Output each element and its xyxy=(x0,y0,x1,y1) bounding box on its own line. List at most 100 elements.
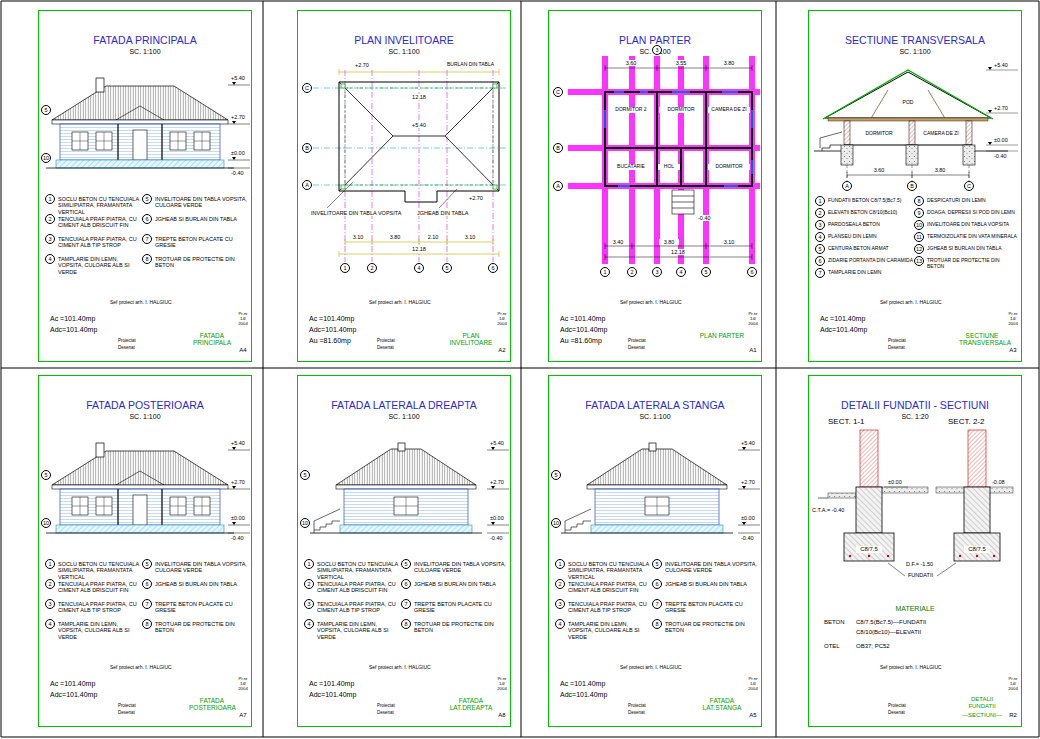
annotation-text: TAMPLARIE DIN LEMN, VOPSITA, CULOARE ALB… xyxy=(317,621,399,640)
level-marker xyxy=(228,447,250,533)
annotation-text: INVELITOARE DIN TABLA VOPSITA, CULOARE V… xyxy=(414,561,506,574)
callout-number: 1 xyxy=(340,263,350,273)
callout-number: 11 xyxy=(914,232,924,242)
annotation-text: SOCLU BETON CU TENCUIALA SIMILIPIATRA, F… xyxy=(58,561,140,580)
annotation-text: +2.70 xyxy=(469,195,483,201)
annotation-text: Desenat xyxy=(118,345,135,350)
annotation-text: Desenat xyxy=(377,710,394,715)
callout-number: 2 xyxy=(367,263,377,273)
roof-plan xyxy=(341,84,497,189)
callout-number: 5 xyxy=(41,470,51,480)
floor-plan xyxy=(568,56,760,264)
annotation-text: +5.40 xyxy=(994,62,1008,68)
callout-number: 2 xyxy=(555,579,565,589)
roof-plan xyxy=(493,84,497,88)
annotation-text: C8/7.5(Bc7.5)—FUNDATII xyxy=(856,619,926,626)
annotation-text: C8/10(Bc10)—ELEVATII xyxy=(856,629,921,636)
foundation-detail xyxy=(887,555,889,557)
annotation-text: A3 xyxy=(1007,347,1020,354)
annotation-text: INVELITOARE DIN TABLA VOPSITA xyxy=(927,222,1017,228)
annotation-text: ±0.00 xyxy=(490,515,504,521)
cross-section xyxy=(828,118,988,121)
annotation-text: Adc=101.40mp xyxy=(560,326,607,334)
foundation-detail xyxy=(964,487,990,533)
callout-number: 6 xyxy=(142,579,152,589)
callout-number: 5 xyxy=(41,105,51,115)
callout-number: 6 xyxy=(652,579,662,589)
sheet-title: FATADA LATERALA STANGA xyxy=(549,400,761,412)
annotation-text: TENCUIALA PRAF PIATRA, CU CIMENT ALB TIP… xyxy=(317,601,399,614)
annotation-text: +2.70 xyxy=(231,479,245,485)
annotation-text: Ac =101.40mp xyxy=(309,315,354,323)
annotation-text: FUNDATII BETON C8/7.5(Bc7.5) xyxy=(828,198,914,204)
callout-number: 7 xyxy=(652,599,662,609)
cross-section xyxy=(847,165,969,181)
annotation-text: TENCUIALA PRAF PIATRA, CU CIMENT ALB DRI… xyxy=(317,581,399,594)
annotation-text: Proiectat xyxy=(888,703,906,708)
annotation-text: 3.60 xyxy=(621,60,641,66)
callout-number: A xyxy=(842,181,852,191)
sheet-title: FATADA POSTERIOARA xyxy=(39,400,251,412)
foundation-detail xyxy=(976,555,978,557)
annotation-text: 3.80 xyxy=(659,239,679,245)
annotation-text: TAMPLARIE DIN LEMN xyxy=(828,270,914,276)
annotation-text: SECTIUNE TRANSVERSALA xyxy=(959,332,1005,347)
callout-number: 13 xyxy=(914,256,924,266)
annotation-text: FUNDATII xyxy=(908,572,933,578)
foundation-detail xyxy=(954,533,1000,561)
floor-plan xyxy=(605,92,752,186)
annotation-text: +2.70 xyxy=(355,62,369,68)
roof-plan xyxy=(339,82,499,191)
annotation-text: Proiectat xyxy=(628,703,646,708)
callout-number: 7 xyxy=(142,234,152,244)
side-elevation xyxy=(561,443,733,533)
annotation-text: R2 xyxy=(1007,712,1020,719)
annotation-text: +5.40 xyxy=(407,122,431,128)
annotation-text: CAMERA DE ZI xyxy=(918,131,964,137)
annotation-text: INVELITOARE DIN TABLA VOPSITA, CULOARE V… xyxy=(155,561,247,574)
annotation-text: +5.40 xyxy=(741,440,755,446)
callout-number: 4 xyxy=(676,267,686,277)
cross-section xyxy=(870,90,946,120)
callout-number: 2 xyxy=(45,214,55,224)
foundation-detail xyxy=(849,555,851,557)
callout-number: 3 xyxy=(652,267,662,277)
callout-number: 10 xyxy=(551,518,561,528)
cross-section xyxy=(844,121,850,145)
roof-plan xyxy=(327,182,457,208)
annotation-text: Ac =101.40mp xyxy=(309,680,354,688)
annotation-text: Proiectat xyxy=(888,338,906,343)
annotation-text: 12.18 xyxy=(666,249,690,255)
annotation-text: +5.40 xyxy=(231,440,245,446)
annotation-text: FATADA LAT.DREAPTA xyxy=(448,697,494,712)
annotation-text: DORMITOR 2 xyxy=(608,107,654,113)
annotation-text: PLAN INVELITOARE xyxy=(448,332,494,347)
callout-number: 6 xyxy=(488,263,498,273)
annotation-text: TENCUIALA PRAF PIATRA, CU CIMENT ALB TIP… xyxy=(58,236,140,249)
annotation-text: 12.18 xyxy=(407,94,431,100)
annotation-text: Adc=101.40mp xyxy=(309,326,356,334)
callout-number: 8 xyxy=(914,196,924,206)
annotation-text: INVELITOARE DIN TABLA VOPSITA xyxy=(311,210,401,216)
callout-number: 3 xyxy=(815,220,825,230)
callout-number: A xyxy=(553,181,563,191)
annotation-text: +5.40 xyxy=(490,440,504,446)
annotation-text: 3.10 xyxy=(348,234,368,240)
annotation-text: 3.10 xyxy=(460,234,480,240)
scale-text: SC. 1:100 xyxy=(298,413,510,421)
annotation-text: TROTUAR DE PROTECTIE DIN BETON xyxy=(927,258,1017,270)
callout-number: 8 xyxy=(142,619,152,629)
cross-section xyxy=(814,151,1008,152)
drawing-sheet-panel: FATADA LATERALA STANGASC. 1:100 xyxy=(548,375,762,727)
foundation-detail xyxy=(818,498,828,499)
foundation-detail xyxy=(878,487,928,493)
annotation-text: TROTUAR DE PROTECTIE DIN BETON xyxy=(155,621,247,634)
callout-number: B xyxy=(553,143,563,153)
callout-number: 4 xyxy=(45,254,55,264)
callout-number: 2 xyxy=(627,267,637,277)
floor-plan xyxy=(605,92,752,186)
callout-number: 4 xyxy=(304,619,314,629)
cross-section xyxy=(844,121,972,145)
rear-elevation xyxy=(46,443,234,533)
